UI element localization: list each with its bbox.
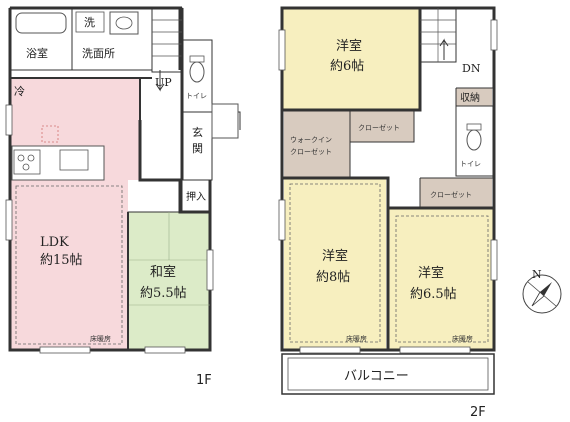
dn-label: DN: [462, 62, 481, 75]
ldk-name-label: LDK: [40, 235, 69, 250]
closet-b-label: クローゼット: [430, 190, 472, 199]
room3-floor-heating-label: 床暖房: [452, 334, 473, 343]
kitchen-sink-icon: [59, 149, 89, 171]
room2-wall: [282, 176, 390, 350]
window: [144, 346, 186, 354]
room1-size-label: 約6帖: [330, 59, 364, 74]
porch-outline: [211, 103, 239, 139]
first-stairs: [151, 7, 183, 73]
room3-name-label: 洋室: [418, 265, 444, 281]
ldk-fill-lower: [10, 180, 128, 350]
entrance-label-1: 玄: [192, 125, 203, 139]
room2-size-label: 約8帖: [316, 270, 350, 285]
room3-floor-heating-area: [395, 215, 489, 343]
storage-fill: [456, 88, 492, 106]
first-floor-heating-label: 床暖房: [90, 334, 111, 343]
window: [399, 346, 471, 354]
ceiling-outlet-icon: [41, 125, 59, 143]
stove-icon: [13, 149, 41, 175]
second-floor-label: 2F: [470, 405, 486, 420]
window: [278, 29, 286, 71]
room3-fill: [388, 208, 494, 350]
compass-icon: N: [522, 268, 562, 314]
washitsu-size-label: 約5.5帖: [140, 286, 187, 301]
room2-name-label: 洋室: [322, 248, 348, 264]
room3-size-label: 約6.5帖: [410, 287, 457, 302]
washer-icon: [75, 11, 105, 33]
washitsu-name-label: 和室: [150, 264, 176, 280]
window: [206, 249, 214, 291]
stair-steps: [152, 19, 182, 57]
closet-b-fill: [420, 178, 492, 208]
second-toilet-walls: [455, 106, 494, 177]
toilet-tank-icon: [189, 55, 205, 63]
first-floor-plan: 浴室 洗 洗面所 冷 LDK 約15帖 UP トイレ 玄 関 押入 和室 約5.…: [5, 6, 241, 388]
window: [5, 199, 13, 241]
fridge-label: 冷: [14, 85, 25, 98]
bath-label: 浴室: [26, 46, 48, 60]
closet-b-walls: [419, 177, 494, 208]
window: [5, 104, 13, 136]
dn-arrow-icon: [439, 38, 449, 60]
compass-north-label: N: [532, 268, 542, 281]
room1-name-label: 洋室: [336, 38, 362, 54]
first-floor-label: 1F: [196, 373, 212, 388]
walkin-closet-fill: [284, 110, 350, 178]
storage-label: 収納: [460, 91, 480, 104]
entrance-label-2: 関: [192, 142, 203, 155]
room2-floor-heating-label: 床暖房: [346, 334, 367, 343]
window: [39, 346, 91, 354]
window: [490, 19, 498, 51]
toilet-icon: [189, 61, 205, 83]
toilet-tank-icon: [466, 123, 482, 131]
stair-steps: [420, 8, 456, 62]
balcony: [281, 353, 495, 395]
second-toilet-label: トイレ: [460, 160, 481, 168]
sink-icon: [109, 11, 139, 35]
window: [490, 239, 498, 281]
toilet-icon: [466, 129, 482, 151]
window: [299, 346, 361, 354]
oshiire-label: 押入: [186, 190, 206, 203]
burner-icon: [17, 154, 25, 162]
basin-icon: [115, 16, 133, 30]
balcony-label: バルコニー: [344, 369, 409, 384]
wash-small-label: 洗: [84, 16, 95, 29]
ldk-floor-heating-area: [15, 185, 123, 345]
burner-icon: [22, 163, 30, 171]
bathtub-icon: [15, 12, 67, 34]
closet-walls: [349, 110, 415, 178]
walkin-label-2: クローゼット: [290, 147, 332, 156]
walkin-label-1: ウォークイン: [290, 136, 332, 144]
room2-floor-heating-area: [289, 183, 381, 343]
room2-fill: [284, 178, 386, 350]
first-toilet-label: トイレ: [186, 92, 207, 100]
up-arrow-icon: [155, 70, 165, 92]
ldk-size-label: 約15帖: [40, 253, 83, 268]
second-floor-plan: 洋室 約6帖 DN 収納 ウォークイン クローゼット クローゼット クローゼット…: [278, 6, 498, 420]
closet-a-label: クローゼット: [358, 123, 400, 132]
room1-fill: [282, 8, 420, 110]
window: [278, 199, 286, 241]
balcony-inner: [287, 357, 489, 391]
up-label: UP: [155, 76, 172, 89]
washroom-label: 洗面所: [82, 47, 115, 60]
closet-a-fill: [350, 110, 414, 142]
burner-icon: [27, 154, 35, 162]
